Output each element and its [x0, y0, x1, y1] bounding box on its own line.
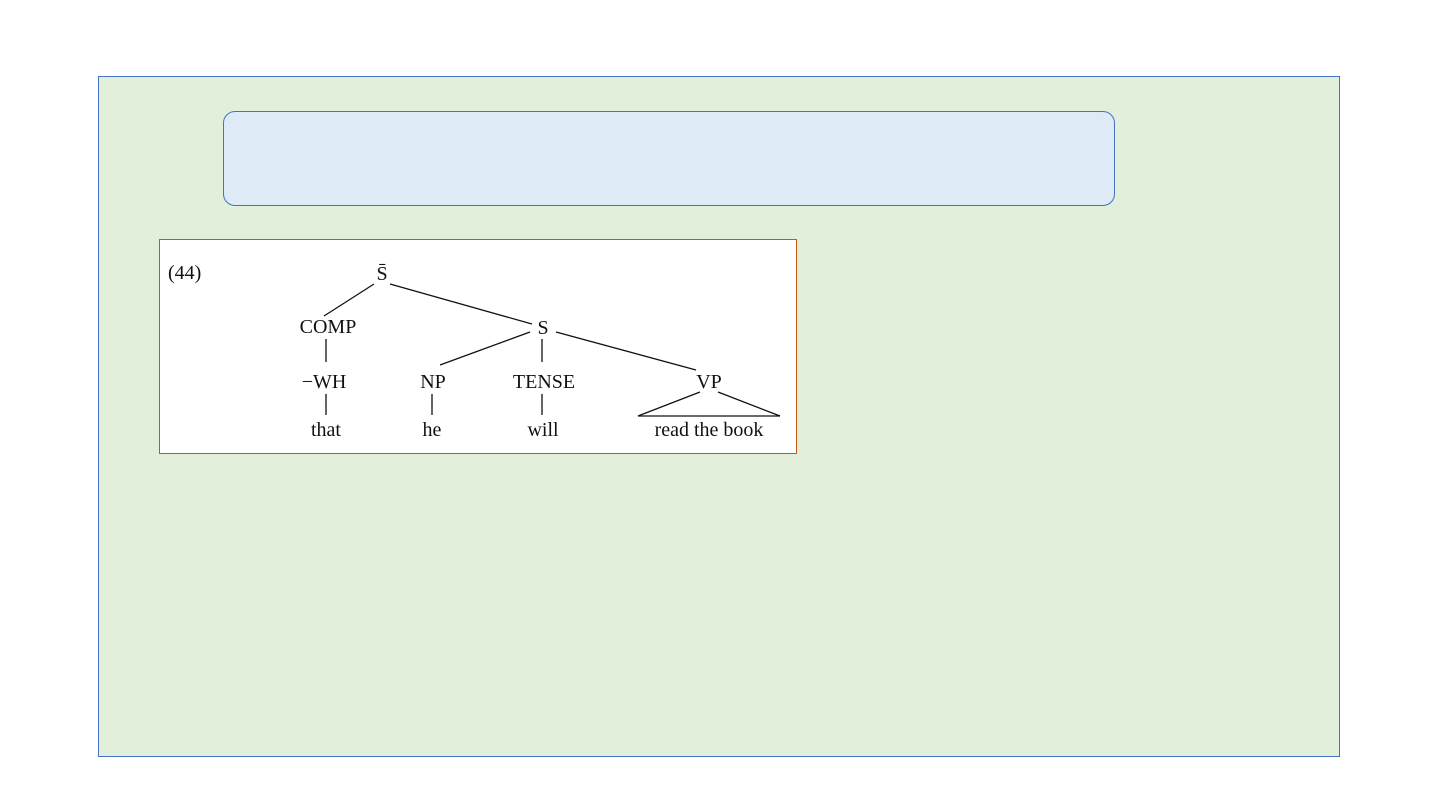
- syntax-tree-diagram: (44) S̄ COMP S −WH NP TENSE VP that he: [168, 262, 781, 441]
- leaf-will: will: [527, 419, 559, 441]
- node-wh: −WH: [302, 371, 347, 393]
- vp-triangle-right: [717, 391, 781, 417]
- title-placeholder: [223, 111, 1115, 206]
- syntax-tree-figure: (44) S̄ COMP S −WH NP TENSE VP that he: [159, 239, 797, 454]
- edge-s-vp: [555, 331, 697, 371]
- edge-sbar-s: [389, 283, 533, 325]
- example-number: (44): [168, 262, 201, 284]
- edge-s-np: [439, 331, 531, 366]
- node-vp: VP: [696, 371, 722, 393]
- node-s: S: [537, 317, 548, 339]
- node-s-bar: S̄: [376, 263, 387, 285]
- node-comp: COMP: [300, 316, 357, 338]
- vp-triangle-left: [637, 391, 701, 417]
- slide-background: (44) S̄ COMP S −WH NP TENSE VP that he: [98, 76, 1340, 757]
- edge-sbar-comp: [323, 283, 375, 317]
- leaf-read-the-book: read the book: [655, 419, 764, 441]
- leaf-he: he: [423, 419, 442, 441]
- leaf-that: that: [311, 419, 341, 441]
- node-np: NP: [420, 371, 446, 393]
- node-tense: TENSE: [513, 371, 575, 393]
